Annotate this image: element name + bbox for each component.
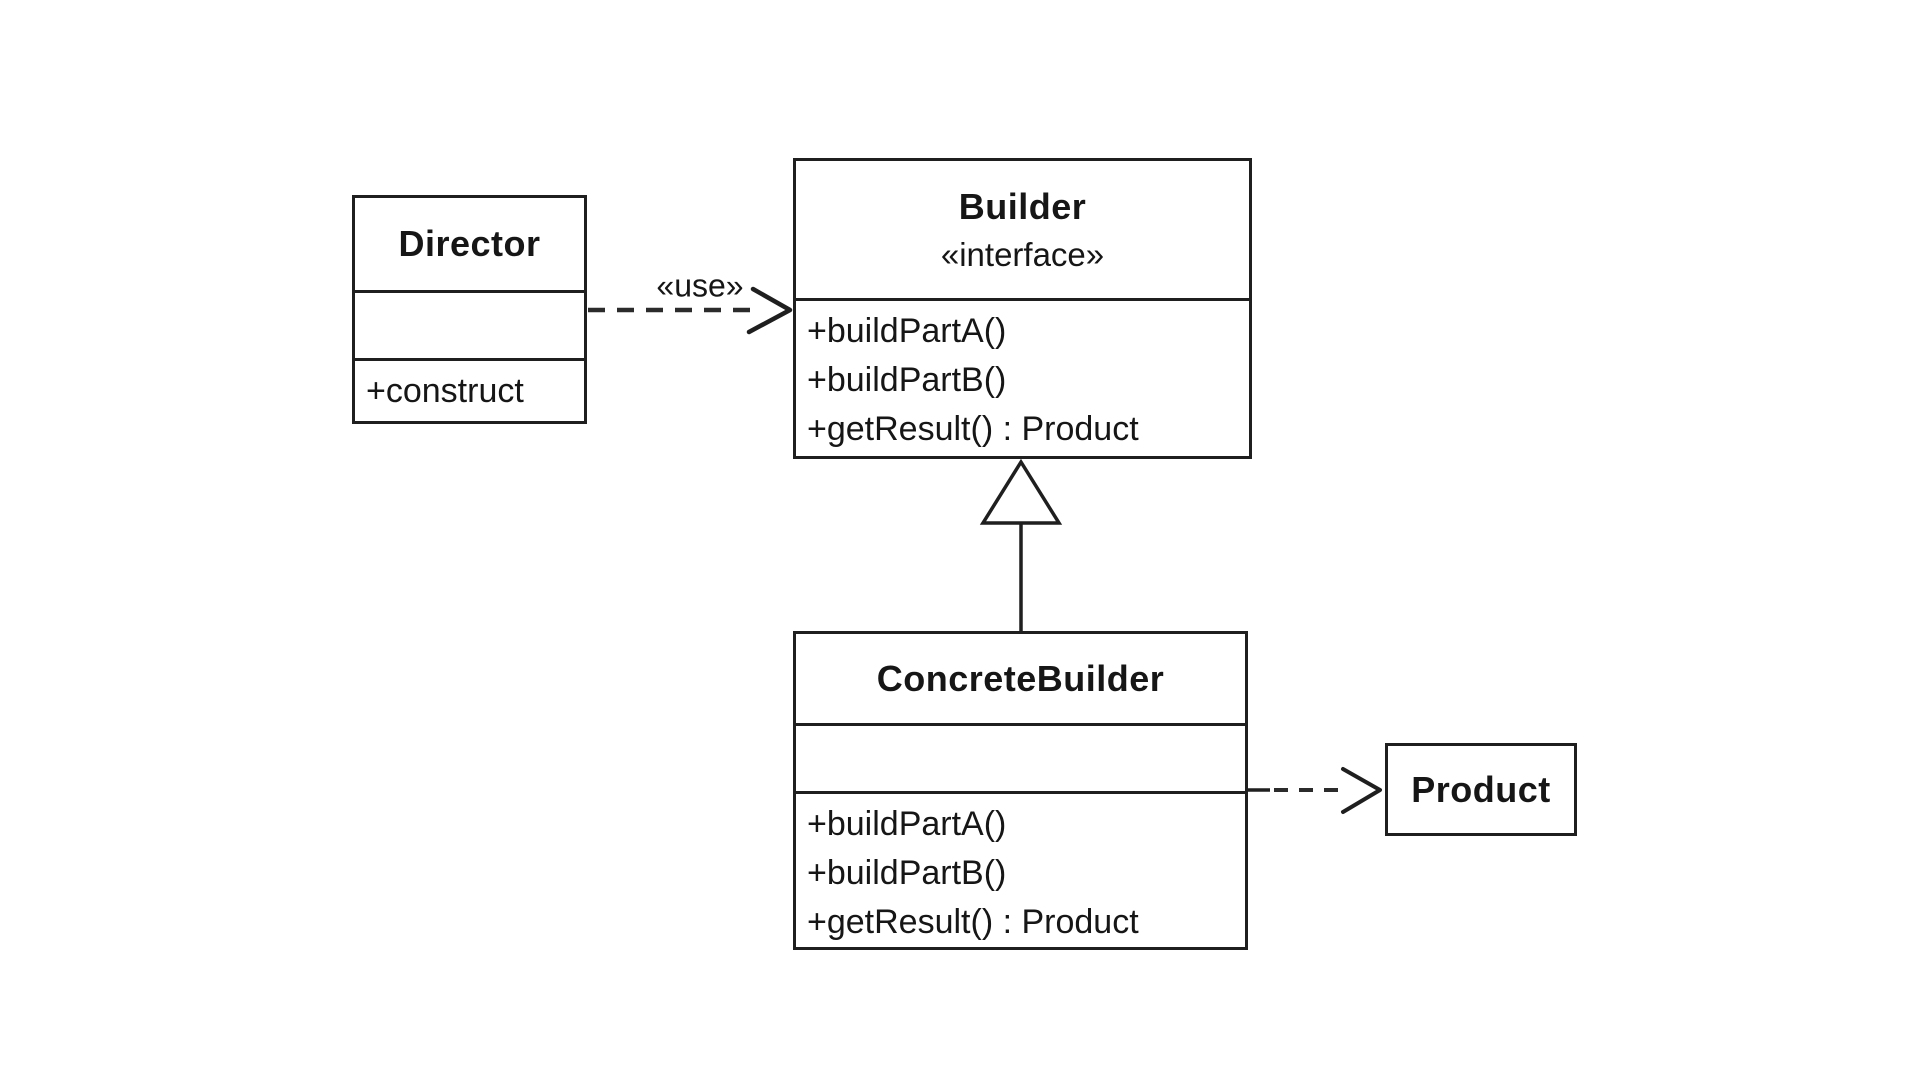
director-methods-compartment: +construct	[355, 358, 584, 421]
builder-method-buildparta: +buildPartA()	[807, 312, 1007, 350]
use-stereotype-label: «use»	[656, 267, 744, 304]
product-class-name: Product	[1411, 768, 1551, 810]
director-class-box: Director +construct	[352, 195, 587, 424]
concrete-builder-class-box: ConcreteBuilder +buildPartA() +buildPart…	[793, 631, 1248, 950]
product-class-box: Product	[1385, 743, 1577, 836]
concrete-builder-method-buildparta: +buildPartA()	[807, 805, 1007, 843]
builder-method-getresult: +getResult() : Product	[807, 410, 1139, 448]
concrete-builder-method-getresult: +getResult() : Product	[807, 903, 1139, 941]
director-class-name: Director	[398, 223, 541, 264]
product-dependency-open-arrowhead-icon	[1341, 767, 1382, 814]
director-attributes-compartment	[355, 290, 584, 358]
builder-interface-stereotype: «interface»	[940, 235, 1105, 273]
concrete-builder-class-name: ConcreteBuilder	[876, 657, 1165, 699]
builder-methods-compartment: +buildPartA() +buildPartB() +getResult()…	[796, 298, 1249, 456]
concrete-builder-attributes-compartment	[796, 723, 1245, 791]
product-title-compartment: Product	[1388, 746, 1574, 833]
concrete-builder-methods-compartment: +buildPartA() +buildPartB() +getResult()…	[796, 791, 1245, 947]
generalization-hollow-triangle-icon	[979, 458, 1063, 525]
use-dependency-open-arrowhead-icon	[746, 286, 793, 335]
builder-interface-box: Builder «interface» +buildPartA() +build…	[793, 158, 1252, 459]
builder-class-name: Builder	[958, 185, 1087, 227]
concrete-builder-title-compartment: ConcreteBuilder	[796, 634, 1245, 723]
concrete-builder-method-buildpartb: +buildPartB()	[807, 854, 1007, 892]
director-title-compartment: Director	[355, 198, 584, 290]
builder-method-buildpartb: +buildPartB()	[807, 361, 1007, 399]
builder-title-compartment: Builder «interface»	[796, 161, 1249, 298]
